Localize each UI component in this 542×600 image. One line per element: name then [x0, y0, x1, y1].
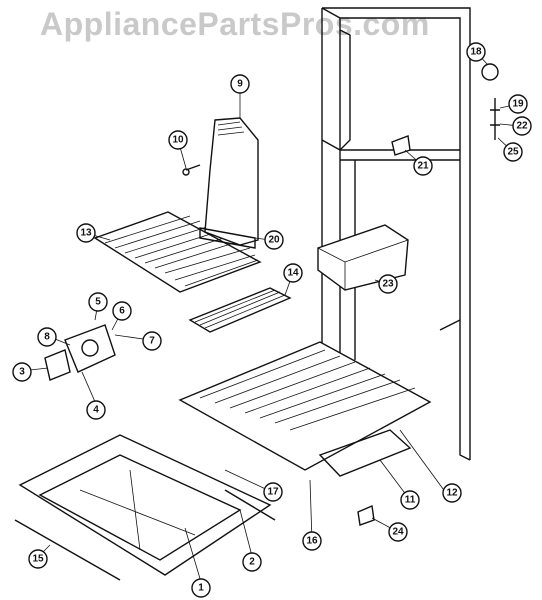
callout-11: 11 — [400, 490, 420, 510]
crisper-cover — [178, 341, 432, 471]
callout-18: 18 — [466, 42, 486, 62]
callout-22: 22 — [512, 116, 532, 136]
svg-text:17: 17 — [267, 487, 279, 498]
svg-text:4: 4 — [93, 405, 99, 416]
svg-text:22: 22 — [516, 121, 528, 132]
svg-text:8: 8 — [44, 332, 50, 343]
meat-pan-23 — [317, 224, 409, 291]
svg-text:11: 11 — [405, 495, 416, 506]
callout-12: 12 — [442, 483, 462, 503]
callout-14: 14 — [283, 263, 303, 283]
callout-19: 19 — [508, 94, 528, 114]
control-housing — [44, 324, 116, 381]
callout-20: 20 — [264, 230, 284, 250]
crisper-glass — [318, 429, 412, 477]
callout-23: 23 — [378, 274, 398, 294]
callout-4: 4 — [86, 400, 106, 420]
callout-3: 3 — [12, 362, 32, 382]
svg-text:5: 5 — [95, 297, 101, 308]
svg-text:16: 16 — [306, 536, 318, 547]
svg-text:9: 9 — [237, 79, 243, 90]
callout-13: 13 — [76, 223, 96, 243]
callout-1: 1 — [191, 578, 211, 598]
svg-text:13: 13 — [80, 228, 92, 239]
callout-7: 7 — [142, 331, 162, 351]
callout-9: 9 — [230, 74, 250, 94]
svg-text:7: 7 — [149, 336, 155, 347]
svg-text:10: 10 — [172, 135, 184, 146]
svg-text:12: 12 — [446, 488, 458, 499]
svg-text:25: 25 — [507, 147, 519, 158]
watermark: AppliancePartsPros.com — [40, 6, 430, 42]
callout-24: 24 — [388, 522, 408, 542]
callout-16: 16 — [302, 531, 322, 551]
callout-5: 5 — [88, 292, 108, 312]
svg-text:24: 24 — [392, 527, 404, 538]
callout-15: 15 — [28, 549, 48, 569]
callout-21: 21 — [413, 156, 433, 176]
trim-strip-2 — [224, 489, 276, 521]
svg-text:23: 23 — [382, 279, 394, 290]
wire-shelf-13 — [93, 211, 262, 293]
svg-text:15: 15 — [32, 554, 44, 565]
svg-text:18: 18 — [470, 47, 482, 58]
air-duct-9 — [199, 117, 259, 249]
svg-text:19: 19 — [512, 99, 524, 110]
svg-text:21: 21 — [417, 161, 429, 172]
svg-text:2: 2 — [249, 557, 255, 568]
callout-8: 8 — [37, 327, 57, 347]
bottom-drawer-pan — [18, 434, 272, 576]
svg-text:14: 14 — [287, 268, 299, 279]
svg-text:1: 1 — [198, 583, 204, 594]
callout-17: 17 — [263, 482, 283, 502]
svg-text:6: 6 — [119, 306, 125, 317]
callout-6: 6 — [112, 301, 132, 321]
wire-shelf-14 — [188, 287, 292, 333]
callout-10: 10 — [168, 130, 188, 150]
svg-text:3: 3 — [19, 367, 25, 378]
callout-2: 2 — [242, 552, 262, 572]
callout-25: 25 — [503, 142, 523, 162]
svg-text:20: 20 — [268, 235, 280, 246]
trim-strip-15 — [14, 519, 121, 581]
